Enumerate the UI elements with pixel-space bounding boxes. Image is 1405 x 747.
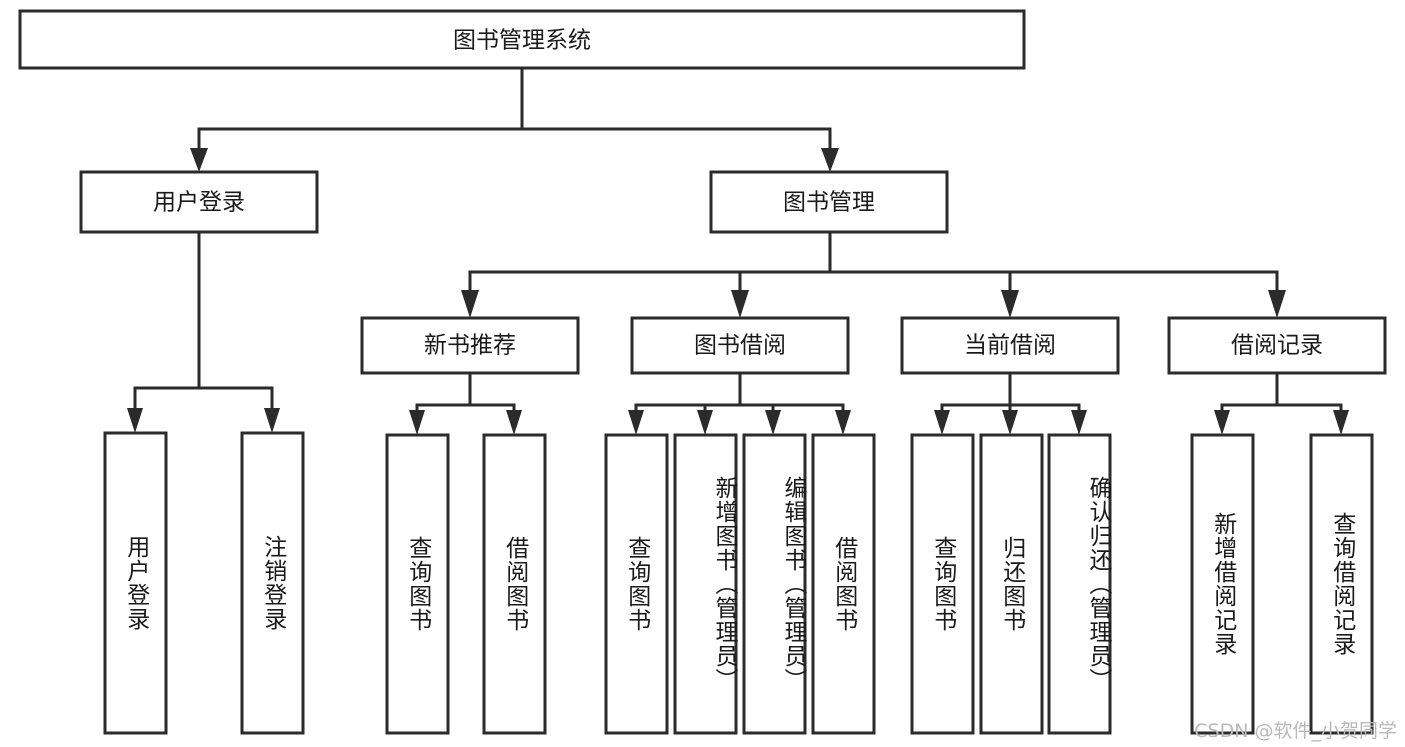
arrowhead-bb-edit <box>765 410 781 435</box>
arrowhead-borrow-record <box>1268 290 1286 318</box>
leaf-currentborrow-query-book[interactable] <box>910 433 975 735</box>
arrowhead-cb-confirm <box>1071 410 1087 435</box>
leaf-currentborrow-return-book[interactable] <box>979 433 1044 735</box>
arrowhead-bb-borrow <box>835 410 851 435</box>
arrowhead-new-book <box>461 290 479 318</box>
leaf-logout[interactable] <box>240 431 305 735</box>
arrowhead-bb-add <box>697 410 713 435</box>
label-book-management: 图书管理 <box>783 190 875 216</box>
leaf-borrowrecord-query-record[interactable] <box>1309 433 1374 735</box>
leaf-currentborrow-confirm-return-admin[interactable] <box>1047 433 1112 735</box>
arrowhead-br-query <box>1333 410 1349 435</box>
label-new-book-recommend: 新书推荐 <box>424 333 516 359</box>
watermark-text: CSDN @软件_小贺同学 <box>1194 720 1397 742</box>
arrowhead-cb-query <box>934 410 950 435</box>
label-user-login: 用户登录 <box>153 190 245 216</box>
leaf-newbook-query-book[interactable] <box>385 433 450 735</box>
node-book-management[interactable] <box>709 170 949 234</box>
arrowhead-newbook-borrow <box>506 410 522 435</box>
label-book-borrow: 图书借阅 <box>694 333 786 359</box>
arrowhead-book-mgmt <box>821 148 839 172</box>
leaf-bookborrow-edit-book-admin[interactable] <box>742 433 807 735</box>
node-user-login[interactable] <box>79 170 319 234</box>
leaf-newbook-borrow-book[interactable] <box>482 433 547 735</box>
arrowhead-leaf-user-login <box>127 408 143 433</box>
arrowhead-br-add <box>1214 410 1230 435</box>
node-layer <box>18 9 1387 735</box>
leaf-borrowrecord-add-record[interactable] <box>1190 433 1255 735</box>
arrowhead-leaf-logout <box>264 408 280 433</box>
leaf-user-login[interactable] <box>103 431 168 735</box>
leaf-bookborrow-add-book-admin[interactable] <box>673 433 738 735</box>
node-root-book-management-system[interactable] <box>18 9 1026 70</box>
label-root: 图书管理系统 <box>453 28 591 54</box>
arrowhead-cb-return <box>1002 410 1018 435</box>
arrowhead-current-borrow <box>1001 290 1019 318</box>
label-layer: 图书管理系统 用户登录 图书管理 新书推荐 图书借阅 当前借阅 借阅记录 <box>153 28 1323 359</box>
arrowhead-bb-query <box>628 410 644 435</box>
connector-layer <box>127 66 1349 435</box>
node-book-borrow[interactable] <box>630 316 850 375</box>
node-current-borrow[interactable] <box>900 316 1120 375</box>
arrowhead-user-login <box>190 148 208 172</box>
leaf-bookborrow-query-book[interactable] <box>604 433 669 735</box>
node-new-book-recommend[interactable] <box>360 316 580 375</box>
arrowhead-book-borrow <box>731 290 749 318</box>
label-borrow-record: 借阅记录 <box>1231 333 1323 359</box>
leaf-bookborrow-borrow-book[interactable] <box>811 433 876 735</box>
label-current-borrow: 当前借阅 <box>964 333 1056 359</box>
node-borrow-record[interactable] <box>1167 316 1387 375</box>
arrowhead-newbook-query <box>409 410 425 435</box>
